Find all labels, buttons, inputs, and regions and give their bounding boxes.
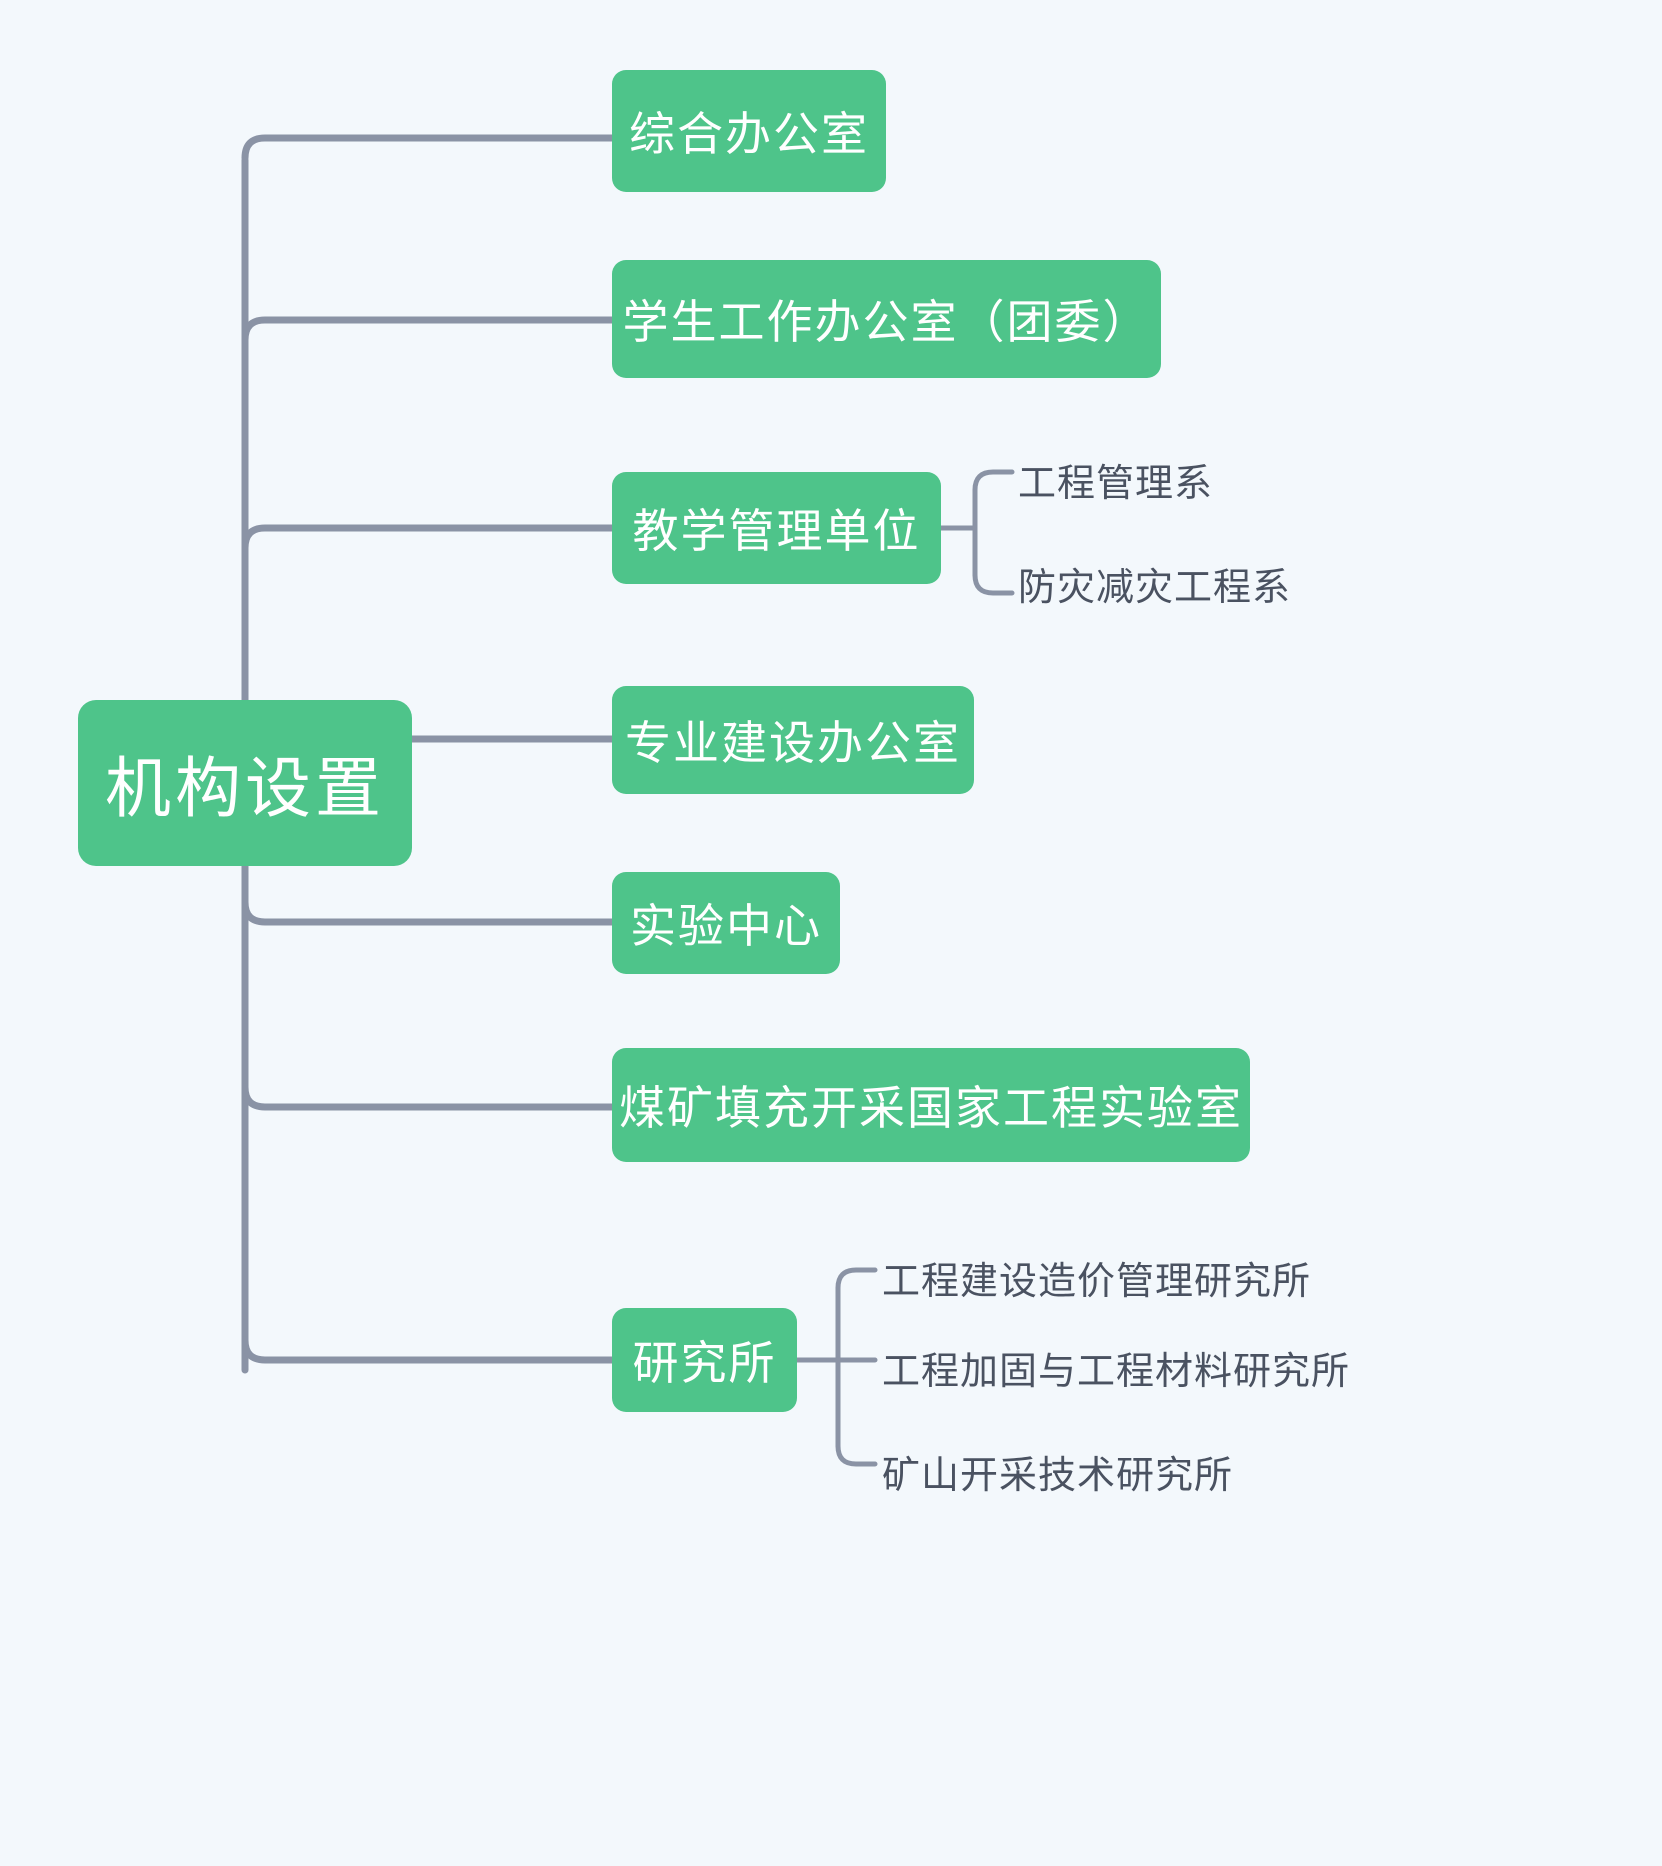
branch-node-label: 教学管理单位 (632, 505, 921, 557)
leaf-node-reinforcement-materials-institute[interactable]: 工程加固与工程材料研究所 (882, 1351, 1351, 1393)
branch-node-label: 实验中心 (630, 900, 822, 952)
leaf-node-cost-management-institute[interactable]: 工程建设造价管理研究所 (882, 1261, 1312, 1303)
branch-node-label: 综合办公室 (629, 108, 869, 160)
branch-node-student-affairs-office[interactable]: 学生工作办公室（团委） (612, 260, 1161, 378)
branch-node-teaching-management-unit[interactable]: 教学管理单位 (612, 472, 941, 584)
branch-node-experiment-center[interactable]: 实验中心 (612, 872, 840, 974)
leaf-node-disaster-prevention-dept[interactable]: 防灾减灾工程系 (1018, 567, 1292, 609)
branch-node-research-institutes[interactable]: 研究所 (612, 1308, 797, 1412)
branch-node-specialty-construction-office[interactable]: 专业建设办公室 (612, 686, 974, 794)
branch-node-label: 专业建设办公室 (625, 717, 961, 769)
branch-node-label: 煤矿填充开采国家工程实验室 (619, 1082, 1243, 1134)
root-node[interactable]: 机构设置 (78, 700, 412, 866)
leaf-node-mining-technology-institute[interactable]: 矿山开采技术研究所 (882, 1455, 1234, 1497)
branch-node-label: 研究所 (632, 1337, 777, 1389)
root-node-label: 机构设置 (105, 751, 385, 825)
branch-node-national-engineering-lab[interactable]: 煤矿填充开采国家工程实验室 (612, 1048, 1250, 1162)
branch-node-comprehensive-office[interactable]: 综合办公室 (612, 70, 886, 192)
branch-node-label: 学生工作办公室（团委） (622, 296, 1151, 348)
leaf-node-engineering-management-dept[interactable]: 工程管理系 (1018, 463, 1214, 505)
